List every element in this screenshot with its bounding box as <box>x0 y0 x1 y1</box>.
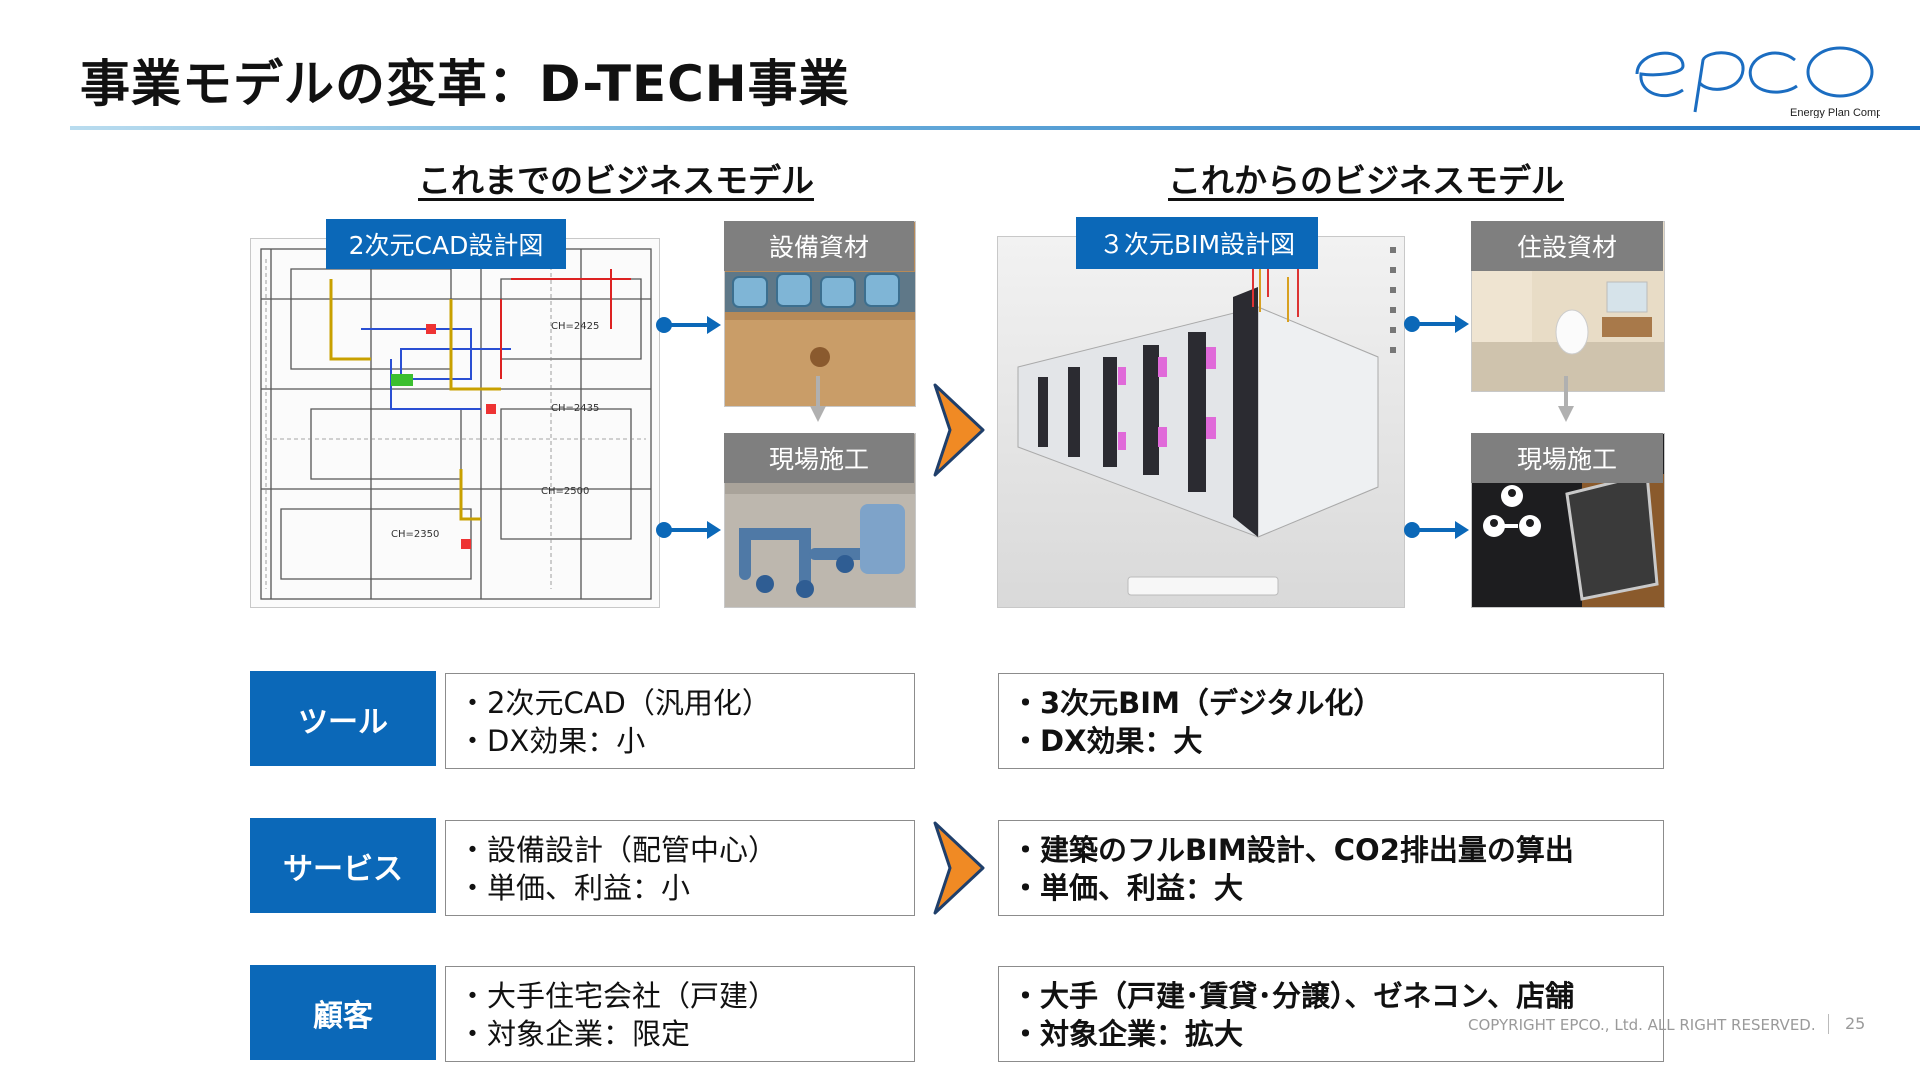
row-label-tool: ツール <box>250 671 436 766</box>
arrow-right-icon <box>1403 517 1471 543</box>
site-construction-caption-left: 現場施工 <box>724 433 914 483</box>
tool-current-line-2: ・DX効果：小 <box>458 724 646 758</box>
right-section-heading: これからのビジネスモデル <box>1168 161 1564 200</box>
svg-text:CH=2435: CH=2435 <box>551 403 599 414</box>
customer-future-line-2: ・対象企業：拡大 <box>1011 1017 1244 1051</box>
bim-model-image <box>997 236 1405 608</box>
tool-current-line-1: ・2次元CAD（汎用化） <box>458 686 771 720</box>
site-construction-photo-right <box>1471 433 1665 608</box>
service-future-box: ・建築のフルBIM設計、CO2排出量の算出 ・単価、利益：大 <box>998 820 1664 916</box>
epco-logo: Energy Plan Company <box>1625 30 1880 118</box>
arrow-right-icon <box>655 312 723 338</box>
svg-text:CH=2500: CH=2500 <box>541 486 589 497</box>
arrow-down-icon <box>808 376 828 424</box>
arrow-right-icon <box>655 517 723 543</box>
service-future-line-2: ・単価、利益：大 <box>1011 871 1244 905</box>
title-underline <box>70 126 1920 130</box>
service-current-line-1: ・設備設計（配管中心） <box>458 833 778 867</box>
equipment-materials-caption: 設備資材 <box>724 221 914 271</box>
svg-text:CH=2425: CH=2425 <box>551 321 599 332</box>
tool-future-line-2: ・DX効果：大 <box>1011 724 1203 758</box>
housing-equipment-caption: 住設資材 <box>1471 221 1663 271</box>
customer-current-line-1: ・大手住宅会社（戸建） <box>458 979 778 1013</box>
page-number: 25 <box>1845 1014 1866 1033</box>
logo-subtitle: Energy Plan Company <box>1790 107 1880 118</box>
service-future-line-1: ・建築のフルBIM設計、CO2排出量の算出 <box>1011 833 1574 867</box>
copyright-text: COPYRIGHT EPCO., Ltd. ALL RIGHT RESERVED… <box>1468 1016 1816 1034</box>
chevron-right-icon <box>932 820 986 916</box>
page-title: 事業モデルの変革：D-TECH事業 <box>80 55 850 113</box>
left-section-heading: これまでのビジネスモデル <box>418 161 814 200</box>
arrow-down-icon <box>1556 376 1576 424</box>
cad-drawing-image: CH=2425 CH=2435 CH=2500 CH=2350 <box>250 238 660 608</box>
tool-future-line-1: ・3次元BIM（デジタル化） <box>1011 686 1383 720</box>
customer-current-line-2: ・対象企業：限定 <box>458 1017 691 1051</box>
svg-text:CH=2350: CH=2350 <box>391 529 439 540</box>
customer-future-line-1: ・大手（戸建･賃貸･分譲）、ゼネコン、店舗 <box>1011 979 1575 1013</box>
customer-future-box: ・大手（戸建･賃貸･分譲）、ゼネコン、店舗 ・対象企業：拡大 <box>998 966 1664 1062</box>
chevron-right-icon <box>932 382 986 478</box>
customer-current-box: ・大手住宅会社（戸建） ・対象企業：限定 <box>445 966 915 1062</box>
cad-caption: 2次元CAD設計図 <box>326 219 566 269</box>
arrow-right-icon <box>1403 311 1471 337</box>
bim-caption: ３次元BIM設計図 <box>1076 217 1318 269</box>
footer-divider <box>1828 1014 1829 1034</box>
row-label-service: サービス <box>250 818 436 913</box>
tool-current-box: ・2次元CAD（汎用化） ・DX効果：小 <box>445 673 915 769</box>
site-construction-caption-right: 現場施工 <box>1471 433 1663 483</box>
tool-future-box: ・3次元BIM（デジタル化） ・DX効果：大 <box>998 673 1664 769</box>
service-current-box: ・設備設計（配管中心） ・単価、利益：小 <box>445 820 915 916</box>
row-label-customer: 顧客 <box>250 965 436 1060</box>
site-construction-photo-left <box>724 433 916 608</box>
service-current-line-2: ・単価、利益：小 <box>458 871 691 905</box>
